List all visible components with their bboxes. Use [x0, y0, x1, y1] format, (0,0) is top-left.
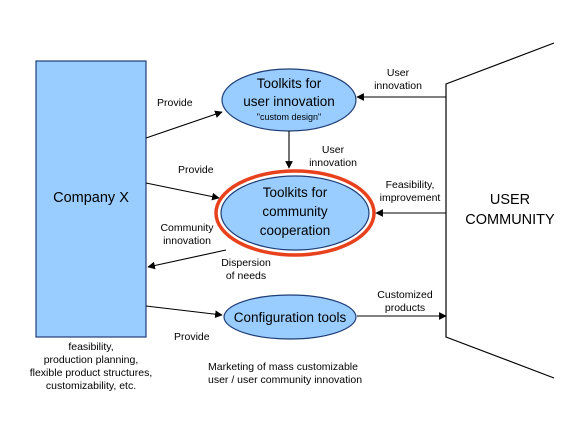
footer-line-2: user / user community innovation — [208, 374, 362, 386]
company-note-4: customizability, etc. — [46, 380, 136, 392]
arrow-company-to-configuration — [145, 305, 223, 319]
label-community-innovation-1: Community — [160, 222, 214, 234]
label-customized-1: Customized — [377, 289, 433, 301]
label-user-innovation-right-1: User — [387, 67, 410, 79]
company-note-3: flexible product structures, — [30, 367, 153, 379]
configuration-tools-node — [223, 294, 357, 340]
toolkits-community-line2: community — [262, 204, 328, 219]
toolkits-user-line1: Toolkits for — [257, 76, 322, 91]
arrow-company-to-user-toolkits — [145, 110, 223, 139]
user-community-shape — [445, 42, 555, 379]
label-user-innovation-down-2: innovation — [309, 157, 357, 169]
company-label: Company X — [53, 190, 129, 206]
label-community-innovation-2: innovation — [163, 235, 211, 247]
label-provide-top: Provide — [157, 97, 193, 109]
label-user-innovation-right-2: innovation — [374, 80, 422, 92]
label-feasibility-1: Feasibility, — [386, 179, 435, 191]
toolkits-community-line1: Toolkits for — [263, 185, 328, 200]
toolkits-user-line2: user innovation — [243, 94, 335, 109]
community-highlight-ring — [214, 169, 376, 257]
toolkits-community-line3: cooperation — [260, 223, 331, 238]
company-box — [35, 60, 147, 338]
label-user-innovation-down-1: User — [322, 144, 345, 156]
user-community-label-2: COMMUNITY — [465, 212, 555, 228]
user-community-label-1: USER — [490, 192, 530, 208]
footer-line-1: Marketing of mass customizable — [208, 361, 358, 373]
label-feasibility-2: improvement — [380, 192, 441, 204]
company-note-2: production planning, — [44, 354, 139, 366]
label-dispersion-2: of needs — [226, 270, 266, 282]
toolkits-community-node — [220, 175, 370, 251]
arrow-company-to-community-toolkits — [145, 182, 220, 201]
label-provide-bottom: Provide — [174, 331, 210, 343]
toolkits-user-line3: "custom design" — [257, 112, 321, 122]
company-note-1: feasibility, — [68, 341, 113, 353]
configuration-tools-label: Configuration tools — [234, 310, 347, 325]
label-dispersion-1: Dispersion — [221, 257, 271, 269]
label-customized-2: products — [385, 302, 425, 314]
arrow-community-to-company — [147, 249, 227, 270]
label-provide-mid: Provide — [178, 164, 214, 176]
